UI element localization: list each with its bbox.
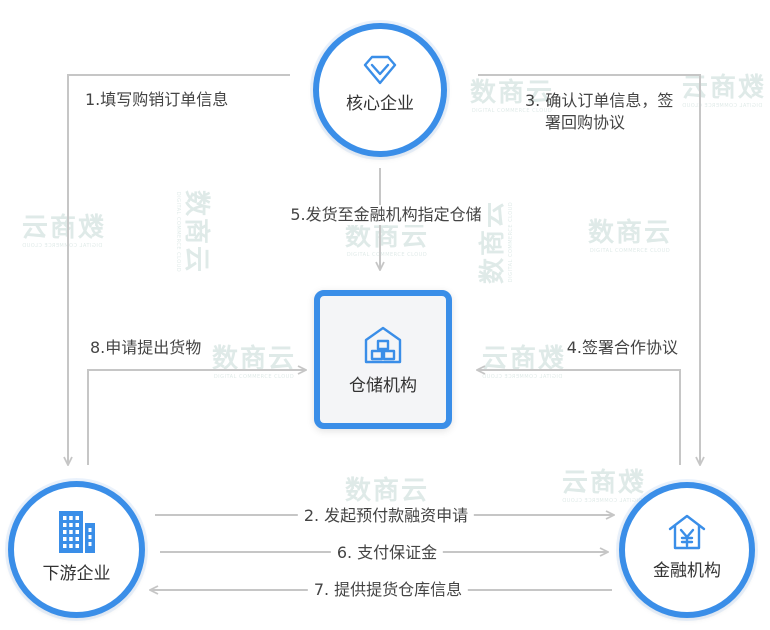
node-downstream-enterprise: 下游企业 [8,481,145,618]
node-core-enterprise: 核心企业 [313,23,447,157]
building-icon [58,510,95,553]
node-label-finance: 金融机构 [653,561,721,581]
flow-arrow-4 [477,370,681,465]
flow-label-5: 5.发货至金融机构指定仓储 [284,205,488,225]
warehouse-icon [364,326,402,363]
flow-label-3: 3. 确认订单信息，签 署回购协议 [525,90,673,134]
flow-label-7: 7. 提供提货仓库信息 [307,580,469,600]
flow-arrow-8 [87,370,306,465]
node-label-downstream: 下游企业 [42,563,111,584]
yen-house-icon [668,514,706,550]
diamond-icon [363,55,397,85]
flow-label-2: 2. 发起预付款融资申请 [297,506,475,526]
node-label-warehouse: 仓储机构 [349,375,417,396]
flow-label-3-line-1: 3. 确认订单信息，签 [525,91,674,110]
flow-label-1: 1.填写购销订单信息 [85,90,229,109]
flow-label-6: 6. 支付保证金 [330,543,444,563]
flow-arrow-3 [478,74,700,465]
flow-label-8: 8.申请提出货物 [90,338,202,357]
flow-arrow-1 [68,74,290,465]
flow-label-4: 4.签署合作协议 [566,338,678,357]
flow-label-3-line-2: 署回购协议 [545,113,626,132]
node-label-core: 核心企业 [346,94,414,114]
node-financial-institution: 金融机构 [619,482,755,618]
node-warehouse: 仓储机构 [314,290,452,429]
